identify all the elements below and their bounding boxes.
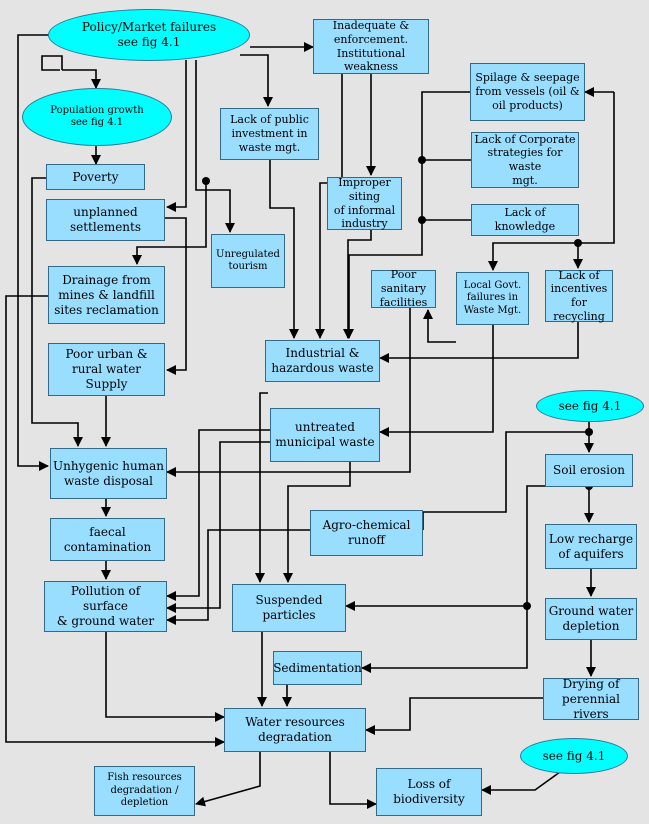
node-fish-resources: Fish resources degradation / depletion xyxy=(94,766,195,816)
node-population-growth: Population growth see fig 4.1 xyxy=(22,88,172,146)
node-see-fig-41-a: see fig 4.1 xyxy=(536,390,644,422)
node-policy-market-failures: Policy/Market failures see fig 4.1 xyxy=(48,9,250,61)
node-industrial-hazardous: Industrial & hazardous waste xyxy=(265,340,380,382)
edge-policy-loop xyxy=(41,55,63,71)
node-loss-biodiversity: Loss of biodiversity xyxy=(376,768,482,816)
node-sedimentation: Sedimentation xyxy=(273,651,362,685)
edge-localgovt-untreated xyxy=(379,325,494,437)
edge-policy-population xyxy=(62,69,101,89)
node-poor-water-supply: Poor urban & rural water Supply xyxy=(48,343,165,396)
edge-sanitary-unhygenic xyxy=(166,308,411,477)
edge-drying-water xyxy=(365,697,543,735)
node-unregulated-tourism: Unregulated tourism xyxy=(211,234,285,288)
node-agro-chemical: Agro-chemical runoff xyxy=(310,510,423,556)
node-soil-erosion: Soil erosion xyxy=(545,454,633,487)
node-poor-sanitary: Poor sanitary facilities xyxy=(371,268,436,309)
edge-branch-sedimentation xyxy=(361,606,528,673)
edge-spilage-trunk xyxy=(344,91,470,339)
node-drainage-mines: Drainage from mines & landfill sites rec… xyxy=(48,266,165,324)
junction-dot xyxy=(418,156,426,164)
edge-untreated-pollution xyxy=(166,429,270,601)
edge-drainage-water xyxy=(5,295,225,747)
edge-policy-lackpublic xyxy=(240,54,273,107)
node-poverty: Poverty xyxy=(46,164,145,190)
node-lack-corporate: Lack of Corporate strategies for waste m… xyxy=(471,132,579,188)
node-local-govt-failures: Local Govt. failures in Waste Mgt. xyxy=(456,272,529,325)
junction-dot xyxy=(418,216,426,224)
edge-lackpublic-industrial xyxy=(269,160,299,339)
node-suspended-particles: Suspended particles xyxy=(232,584,346,632)
edge-bus-localgovt xyxy=(488,242,578,271)
edge-policy-drainage xyxy=(132,181,207,265)
node-unplanned-settlements: unplanned settlements xyxy=(46,199,165,241)
junction-dot xyxy=(523,602,531,610)
node-untreated-municipal: untreated municipal waste xyxy=(270,408,380,462)
edge-see41b-biodiversity xyxy=(481,771,561,795)
node-improper-siting: Improper siting of informal industry xyxy=(327,176,402,230)
node-low-recharge: Low recharge of aquifers xyxy=(545,524,637,569)
edge-right-bus xyxy=(578,92,615,244)
edge-untreated-pollution-2 xyxy=(166,441,270,613)
edge-policy-unregulated xyxy=(195,60,235,233)
edge-incentives-industrial xyxy=(379,322,579,363)
edge-agro-pollution xyxy=(166,529,310,625)
edge-untreated-suspended xyxy=(283,462,351,583)
node-lack-public-investment: Lack of public investment in waste mgt. xyxy=(220,108,319,160)
edge-improper-industrial xyxy=(343,230,372,339)
node-faecal-contamination: faecal contamination xyxy=(50,518,165,561)
node-ground-water-depletion: Ground water depletion xyxy=(545,598,637,640)
edge-poverty-unhygenic xyxy=(31,177,83,447)
edge-water-fish xyxy=(195,752,261,807)
edge-pollution-water xyxy=(105,631,225,722)
node-drying-rivers: Drying of perennial rivers xyxy=(543,677,639,721)
junction-dot xyxy=(585,428,593,436)
edge-localgovt-sanitary xyxy=(423,309,456,343)
node-water-resources-degradation: Water resources degradation xyxy=(224,708,366,752)
node-inadequate-enforcement: Inadequate & enforcement. Institutional … xyxy=(313,19,429,74)
edge-water-biodiversity xyxy=(329,752,377,809)
node-unhygenic-disposal: Unhygenic human waste disposal xyxy=(50,448,167,499)
edge-unplanned-poorwater xyxy=(165,217,187,375)
edge-industrial-suspended xyxy=(255,392,268,583)
node-spilage-seepage: Spilage & seepage from vessels (oil & oi… xyxy=(470,63,585,121)
node-lack-knowledge: Lack of knowledge xyxy=(471,204,579,236)
edge-policy-unplanned xyxy=(166,60,187,212)
node-pollution-water: Pollution of surface & ground water xyxy=(44,581,167,632)
node-lack-incentives: Lack of incentives for recycling xyxy=(545,269,613,323)
node-see-fig-41-b: see fig 4.1 xyxy=(520,738,628,774)
junction-dot xyxy=(574,239,582,247)
edge-policy-unhygenic xyxy=(17,34,52,471)
junction-dot xyxy=(202,177,210,185)
edge-soilbranch-agro xyxy=(422,431,589,530)
